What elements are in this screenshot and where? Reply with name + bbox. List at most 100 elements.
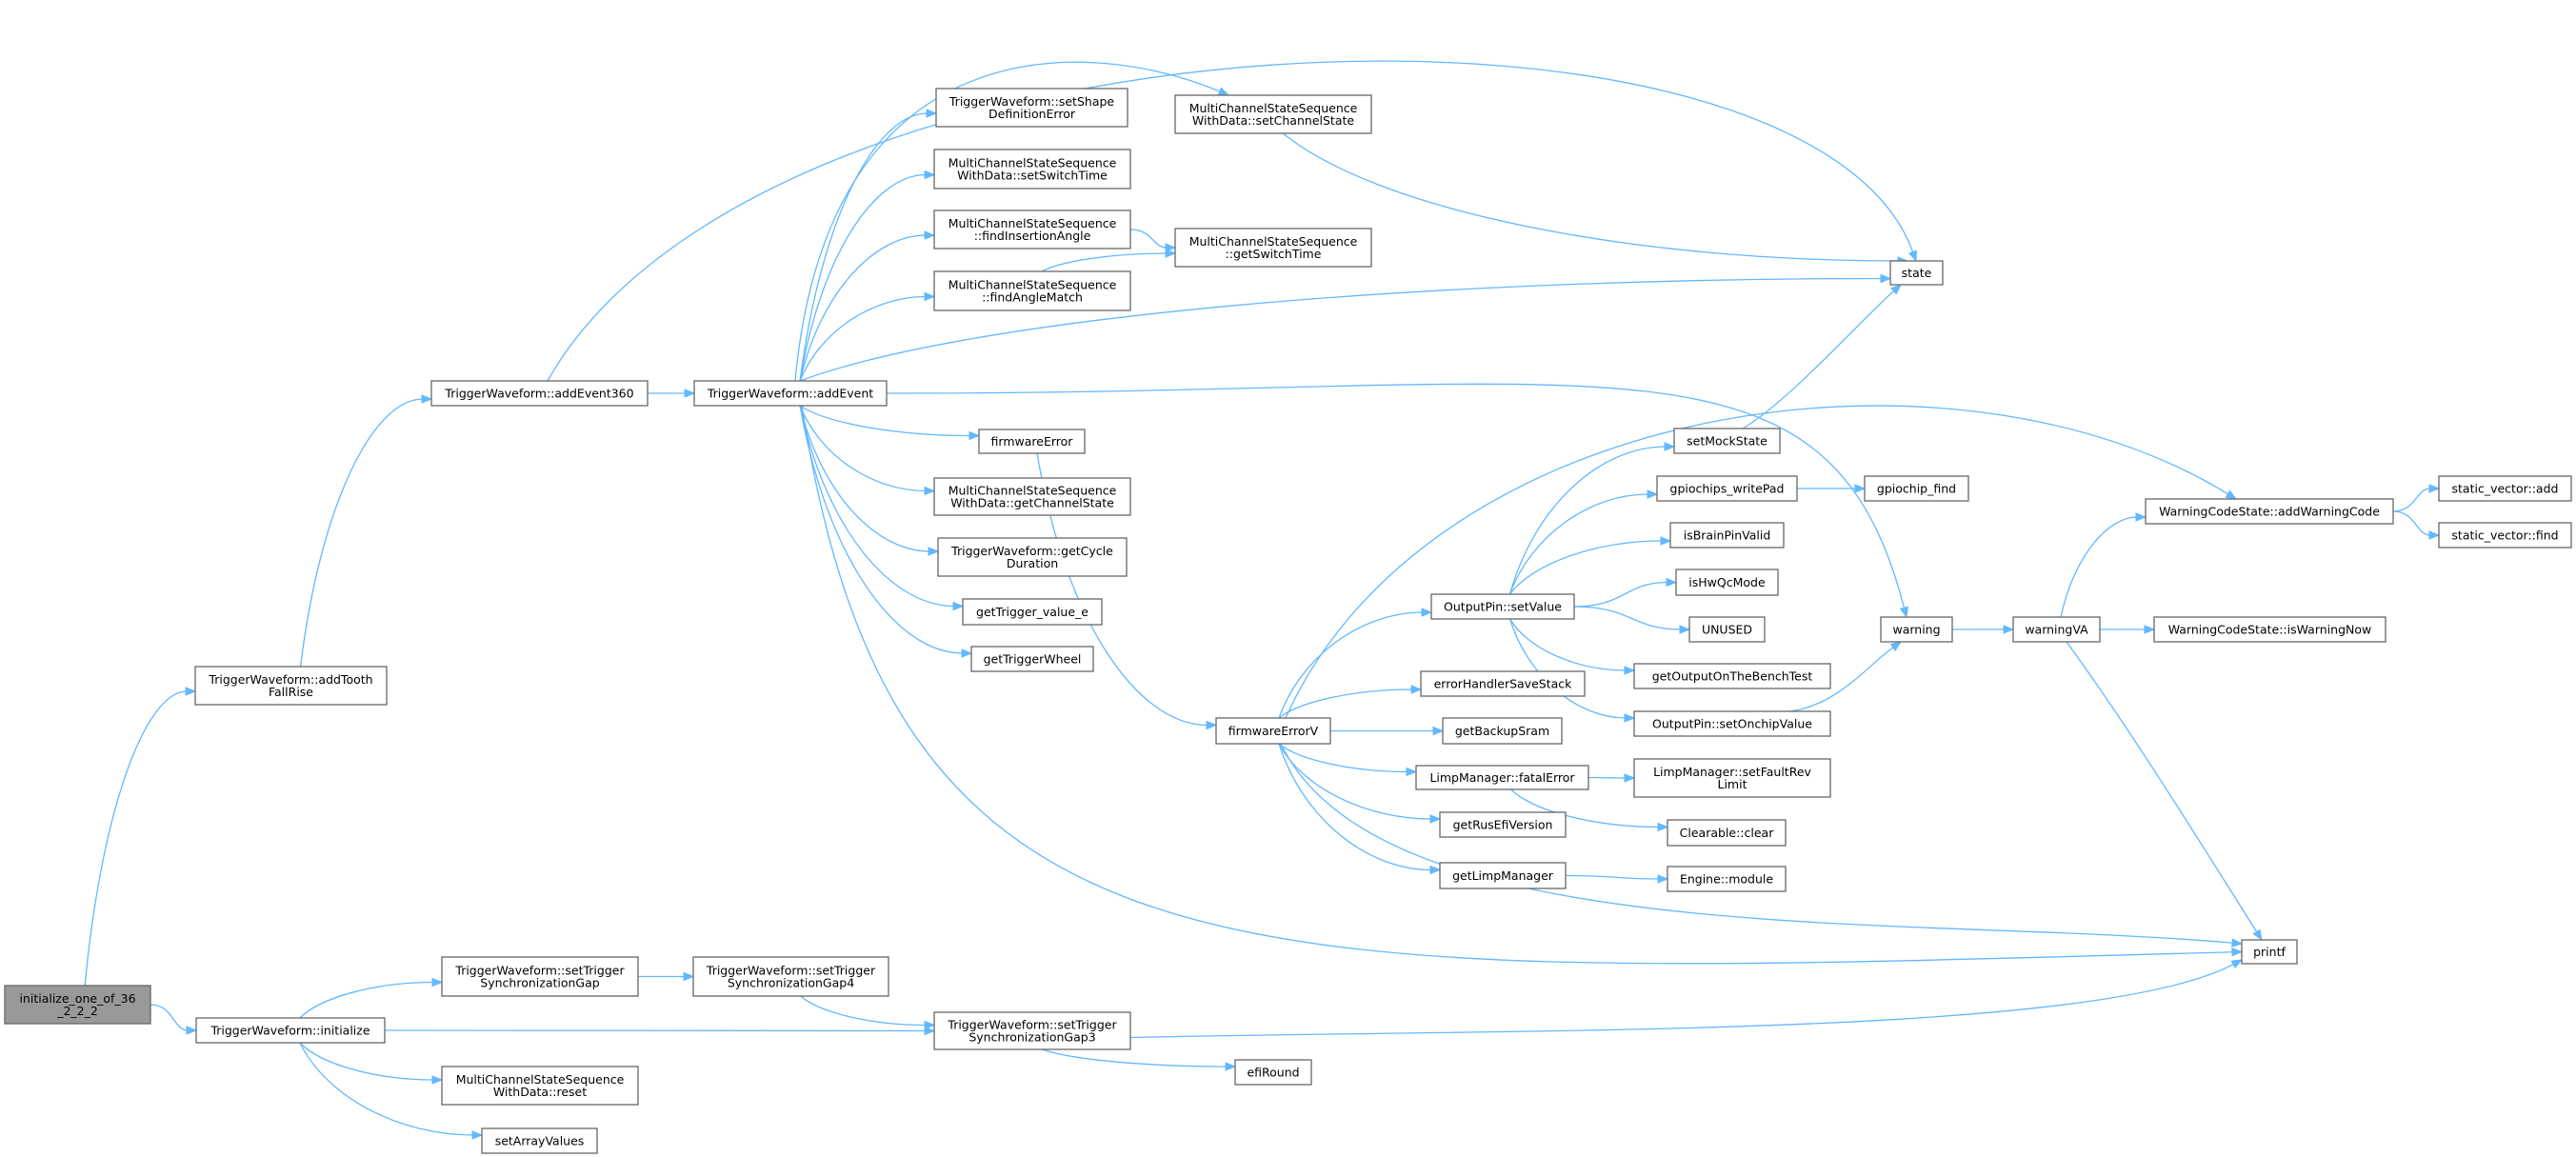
- arrowhead-icon: [1666, 577, 1678, 588]
- edge-add-event360-to-state: [547, 60, 1914, 382]
- arrowhead-icon: [1225, 1062, 1237, 1071]
- node-sync-gap4[interactable]: TriggerWaveform::setTriggerSynchronizati…: [692, 956, 889, 997]
- node-label: getLimpManager: [1452, 868, 1554, 883]
- edge-set-value-to-set-onchip-value: [1508, 618, 1627, 719]
- node-add-event360[interactable]: TriggerWaveform::addEvent360: [430, 380, 649, 407]
- edge-initialize-to-set-array-values: [299, 1042, 474, 1136]
- node-set-array-values[interactable]: setArrayValues: [481, 1127, 598, 1154]
- node-box: [962, 598, 1103, 626]
- arrowhead-icon: [1624, 773, 1636, 783]
- node-add-warning-code[interactable]: WarningCodeState::addWarningCode: [2145, 498, 2394, 525]
- node-error-handler-save-stack[interactable]: errorHandlerSaveStack: [1420, 670, 1586, 697]
- node-set-channel-state[interactable]: MultiChannelStateSequenceWithData::setCh…: [1174, 94, 1372, 134]
- node-get-backup-sram[interactable]: getBackupSram: [1442, 717, 1563, 745]
- arrowhead-icon: [1889, 641, 1903, 651]
- node-box: [441, 1066, 639, 1106]
- node-label: getTrigger_value_e: [976, 605, 1088, 619]
- node-sync-gap[interactable]: TriggerWaveform::setTriggerSynchronizati…: [441, 956, 639, 997]
- node-init36[interactable]: initialize_one_of_36_2_2_2: [4, 985, 151, 1025]
- node-is-hw-qc-mode[interactable]: isHwQcMode: [1675, 569, 1779, 596]
- node-sv-add[interactable]: static_vector::add: [2438, 475, 2572, 502]
- edge-firmware-error-v-to-printf: [1280, 743, 2234, 944]
- node-label: FallRise: [269, 685, 313, 699]
- edge-sync-gap3-to-printf: [1129, 963, 2235, 1039]
- node-label: isHwQcMode: [1688, 575, 1766, 589]
- node-get-channel-state[interactable]: MultiChannelStateSequenceWithData::getCh…: [933, 477, 1131, 516]
- arrowhead-icon: [1429, 814, 1442, 824]
- node-box: [1633, 758, 1831, 798]
- edge-initialize-to-reset: [299, 1042, 434, 1081]
- node-clear[interactable]: Clearable::clear: [1667, 819, 1787, 847]
- node-label: SynchronizationGap3: [968, 1030, 1095, 1045]
- edge-add-event-to-get-channel-state: [799, 405, 927, 492]
- nodes-layer: initialize_one_of_36_2_2_2TriggerWavefor…: [4, 88, 2572, 1154]
- node-is-warning-now[interactable]: WarningCodeState::isWarningNow: [2153, 616, 2386, 643]
- node-engine-module[interactable]: Engine::module: [1667, 866, 1787, 892]
- node-get-trigger-wheel[interactable]: getTriggerWheel: [970, 646, 1094, 672]
- node-find-angle-match[interactable]: MultiChannelStateSequence::findAngleMatc…: [933, 270, 1131, 311]
- arrowhead-icon: [684, 389, 696, 398]
- edge-add-event-to-find-insertion-angle: [799, 234, 927, 382]
- node-box: [970, 646, 1094, 672]
- node-label: _2_2_2: [56, 1004, 98, 1018]
- node-initialize[interactable]: TriggerWaveform::initialize: [195, 1017, 386, 1044]
- node-set-onchip-value[interactable]: OutputPin::setOnchipValue: [1633, 710, 1831, 737]
- node-box: [430, 380, 649, 407]
- node-label: SynchronizationGap: [480, 976, 599, 990]
- node-set-value[interactable]: OutputPin::setValue: [1430, 593, 1575, 620]
- edge-set-channel-state-to-state: [1282, 132, 1900, 262]
- arrowhead-icon: [2428, 484, 2441, 493]
- node-gpiochip-find[interactable]: gpiochip_find: [1864, 475, 1969, 502]
- arrowhead-icon: [961, 648, 973, 658]
- node-bench-test[interactable]: getOutputOnTheBenchTest: [1633, 663, 1831, 689]
- edge-warning-va-to-printf: [2066, 641, 2258, 933]
- node-add-event[interactable]: TriggerWaveform::addEvent: [693, 380, 888, 407]
- node-get-trigger-value-e[interactable]: getTrigger_value_e: [962, 598, 1103, 626]
- node-label: getTriggerWheel: [984, 652, 1082, 667]
- node-label: Limit: [1718, 777, 1747, 791]
- node-firmware-error-v[interactable]: firmwareErrorV: [1215, 717, 1331, 745]
- node-label: TriggerWaveform::setTrigger: [947, 1018, 1117, 1032]
- node-efi-round[interactable]: efiRound: [1234, 1059, 1312, 1086]
- node-get-switch-time[interactable]: MultiChannelStateSequence::getSwitchTime: [1174, 228, 1372, 268]
- node-box: [1667, 866, 1787, 892]
- edge-init36-to-initialize: [150, 1004, 189, 1031]
- node-unused[interactable]: UNUSED: [1688, 616, 1766, 643]
- node-box: [933, 149, 1131, 190]
- node-printf[interactable]: printf: [2241, 939, 2298, 965]
- node-fatal-error[interactable]: LimpManager::fatalError: [1415, 765, 1589, 790]
- edge-set-onchip-value-to-warning: [1789, 646, 1895, 712]
- node-set-switch-time[interactable]: MultiChannelStateSequenceWithData::setSw…: [933, 149, 1131, 190]
- node-warning-va[interactable]: warningVA: [2012, 616, 2101, 643]
- node-label: TriggerWaveform::getCycle: [950, 544, 1113, 558]
- arrowhead-icon: [1854, 484, 1867, 493]
- node-sync-gap3[interactable]: TriggerWaveform::setTriggerSynchronizati…: [933, 1011, 1131, 1050]
- edge-add-event-to-get-cycle-duration: [799, 405, 930, 552]
- node-get-limp-manager[interactable]: getLimpManager: [1439, 862, 1567, 889]
- node-state[interactable]: state: [1889, 260, 1944, 286]
- node-is-brain-pin-valid[interactable]: isBrainPinValid: [1669, 522, 1785, 549]
- node-warning[interactable]: warning: [1880, 616, 1953, 643]
- arrowhead-icon: [1624, 713, 1636, 723]
- node-set-mock-state[interactable]: setMockState: [1673, 428, 1781, 454]
- node-firmware-error[interactable]: firmwareError: [978, 429, 1086, 454]
- node-write-pad[interactable]: gpiochips_writePad: [1656, 475, 1798, 502]
- edge-add-tooth-fall-rise-to-add-event360: [299, 398, 424, 668]
- node-label: getBackupSram: [1455, 724, 1549, 738]
- arrowhead-icon: [1679, 625, 1691, 634]
- node-label: efiRound: [1247, 1066, 1299, 1080]
- node-get-rus-efi-version[interactable]: getRusEfiVersion: [1439, 811, 1567, 838]
- node-label: WithData::getChannelState: [950, 496, 1114, 510]
- node-sv-find[interactable]: static_vector::find: [2438, 522, 2572, 549]
- node-box: [1415, 765, 1589, 790]
- arrowhead-icon: [1899, 606, 1908, 619]
- node-find-insertion-angle[interactable]: MultiChannelStateSequence::findInsertion…: [933, 209, 1131, 249]
- node-label: static_vector::add: [2452, 482, 2559, 496]
- arrowhead-icon: [2003, 625, 2015, 634]
- node-label: MultiChannelStateSequence: [949, 216, 1117, 230]
